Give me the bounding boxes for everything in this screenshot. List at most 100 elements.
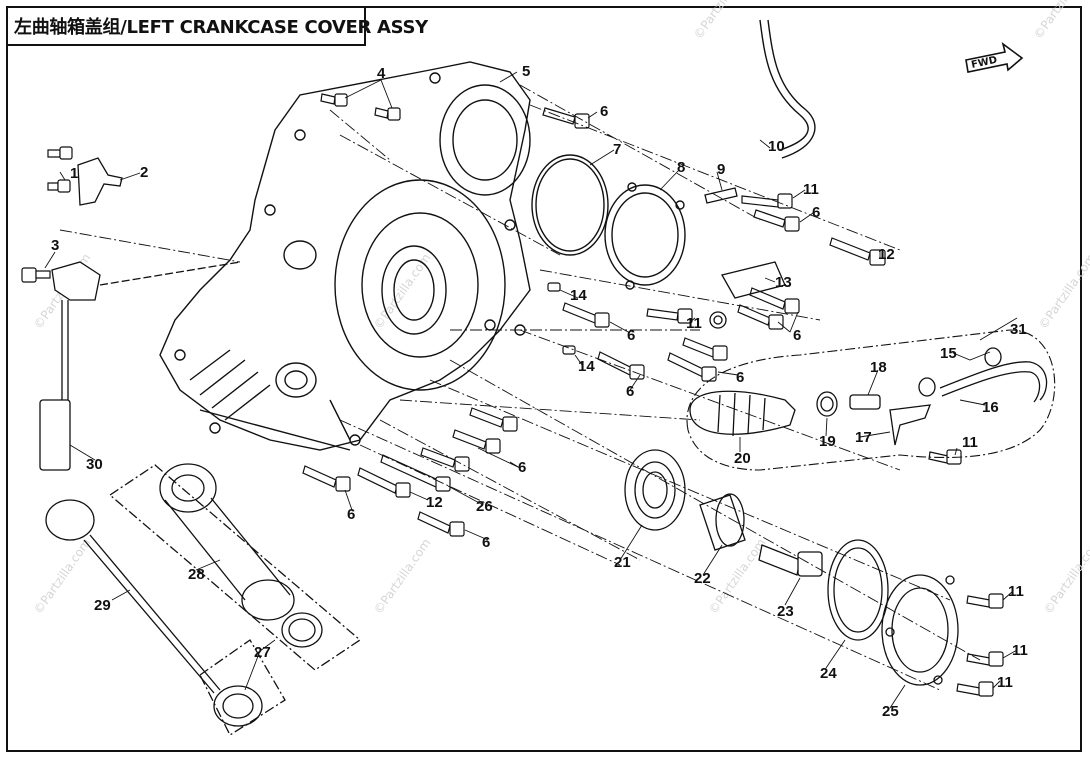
callout-19: 19 xyxy=(819,433,836,450)
callout-11-c: 11 xyxy=(962,434,978,451)
callout-3: 3 xyxy=(51,237,59,254)
callout-16: 16 xyxy=(982,399,999,416)
gasket-24 xyxy=(827,539,889,641)
watermarks: ©Partzilla.com ©Partzilla.com ©Partzilla… xyxy=(31,0,1090,617)
bolt-11-mid xyxy=(646,308,693,324)
bolt-6-c3 xyxy=(667,352,717,382)
callout-27: 27 xyxy=(254,644,271,661)
callout-12-a: 12 xyxy=(878,246,895,263)
cover-25 xyxy=(881,574,959,686)
bolt-1a xyxy=(47,146,73,160)
callout-5: 5 xyxy=(522,63,530,80)
callout-20: 20 xyxy=(734,450,751,467)
hose-group-31 xyxy=(686,329,1056,471)
pin-9 xyxy=(704,187,738,204)
bolt-4b xyxy=(374,107,401,121)
clamp-19 xyxy=(816,391,838,417)
callout-17: 17 xyxy=(855,429,872,446)
callout-11-d: 11 xyxy=(1008,583,1024,600)
watermark-text: ©Partzilla.com xyxy=(1041,536,1090,617)
callout-11-f: 11 xyxy=(997,674,1013,691)
callout-1: 1 xyxy=(70,165,78,182)
callout-21: 21 xyxy=(614,554,631,571)
fitting-18 xyxy=(849,394,881,410)
boot-20 xyxy=(689,390,796,437)
leader-lines xyxy=(44,71,1018,709)
callout-26: 26 xyxy=(476,498,493,515)
sleeve-22 xyxy=(699,493,746,551)
callout-14-b: 14 xyxy=(578,358,595,375)
bolt-6-r1 xyxy=(749,287,800,314)
filler-tube-28 xyxy=(108,463,362,671)
callout-2: 2 xyxy=(140,164,148,181)
callout-18: 18 xyxy=(870,359,887,376)
fwd-label: FWD xyxy=(970,55,998,71)
diagram-title: 左曲轴箱盖组/LEFT CRANKCASE COVER ASSY xyxy=(14,17,428,38)
callout-6-e: 6 xyxy=(626,383,634,400)
callout-31: 31 xyxy=(1010,321,1027,338)
callout-6-i: 6 xyxy=(482,534,490,551)
bolts xyxy=(21,93,1004,697)
callout-7: 7 xyxy=(613,141,621,158)
callout-6-c: 6 xyxy=(793,327,801,344)
bolt-6-left2 xyxy=(452,429,501,454)
callout-23: 23 xyxy=(777,603,794,620)
bearing-21 xyxy=(624,449,686,531)
callout-6-b: 6 xyxy=(812,204,820,221)
callout-6-a: 6 xyxy=(600,103,608,120)
callout-15: 15 xyxy=(940,345,957,362)
callout-11-a: 11 xyxy=(803,181,819,198)
watermark-text: ©Partzilla.com xyxy=(1031,0,1090,42)
callout-30: 30 xyxy=(86,456,103,473)
bolt-4a xyxy=(320,93,348,107)
o-ring-7 xyxy=(531,154,609,256)
fwd-arrow-icon: FWD xyxy=(965,42,1024,73)
bracket-2 xyxy=(77,157,123,206)
bolt-6-c2 xyxy=(597,351,645,380)
watermark-text: ©Partzilla.com xyxy=(691,0,753,42)
guide-lines xyxy=(59,84,981,691)
bolt-6-mid xyxy=(753,209,800,232)
clamp-15 xyxy=(918,347,1002,397)
bolt-6-c1 xyxy=(562,302,610,328)
callout-6-d: 6 xyxy=(627,327,635,344)
callout-22: 22 xyxy=(694,570,711,587)
bolt-11-top xyxy=(741,193,793,209)
hose-16 xyxy=(939,361,1048,403)
watermark-text: ©Partzilla.com xyxy=(1036,251,1090,332)
dowel-pins-14 xyxy=(547,282,576,355)
breather-hose-10 xyxy=(759,19,816,159)
cover-8 xyxy=(604,182,686,290)
bolt-23 xyxy=(758,544,823,577)
sensor-30 xyxy=(39,261,241,471)
callout-labels: 1 2 3 4 5 6 7 8 9 10 11 6 12 13 14 14 11… xyxy=(51,63,1028,720)
bolt-1b xyxy=(47,179,71,193)
callout-11-b: 11 xyxy=(686,315,702,332)
callout-14-a: 14 xyxy=(570,287,587,304)
watermark-text: ©Partzilla.com xyxy=(371,536,433,617)
dipstick-29 xyxy=(45,499,221,694)
bolt-11-r3 xyxy=(956,681,994,697)
bolt-3 xyxy=(21,267,51,283)
bracket-17 xyxy=(889,404,931,446)
callout-13: 13 xyxy=(775,274,792,291)
bolt-6-left3 xyxy=(420,447,470,472)
bolt-26 xyxy=(380,454,451,492)
callout-6-g: 6 xyxy=(518,459,526,476)
callout-29: 29 xyxy=(94,597,111,614)
callout-25: 25 xyxy=(882,703,899,720)
callout-9: 9 xyxy=(717,161,725,178)
bolt-12-right xyxy=(829,237,886,266)
bolt-6-left1 xyxy=(469,407,518,432)
diagram-frame xyxy=(6,6,1082,752)
bolt-6-r2 xyxy=(737,304,784,330)
o-ring-27 xyxy=(199,612,323,736)
bolt-11-r1 xyxy=(966,593,1004,609)
callout-24: 24 xyxy=(820,665,837,682)
callout-4: 4 xyxy=(377,65,386,82)
callout-10: 10 xyxy=(768,138,785,155)
callout-11-e: 11 xyxy=(1012,642,1028,659)
bolt-6-left4 xyxy=(302,465,351,492)
bolt-12-low xyxy=(357,467,411,498)
